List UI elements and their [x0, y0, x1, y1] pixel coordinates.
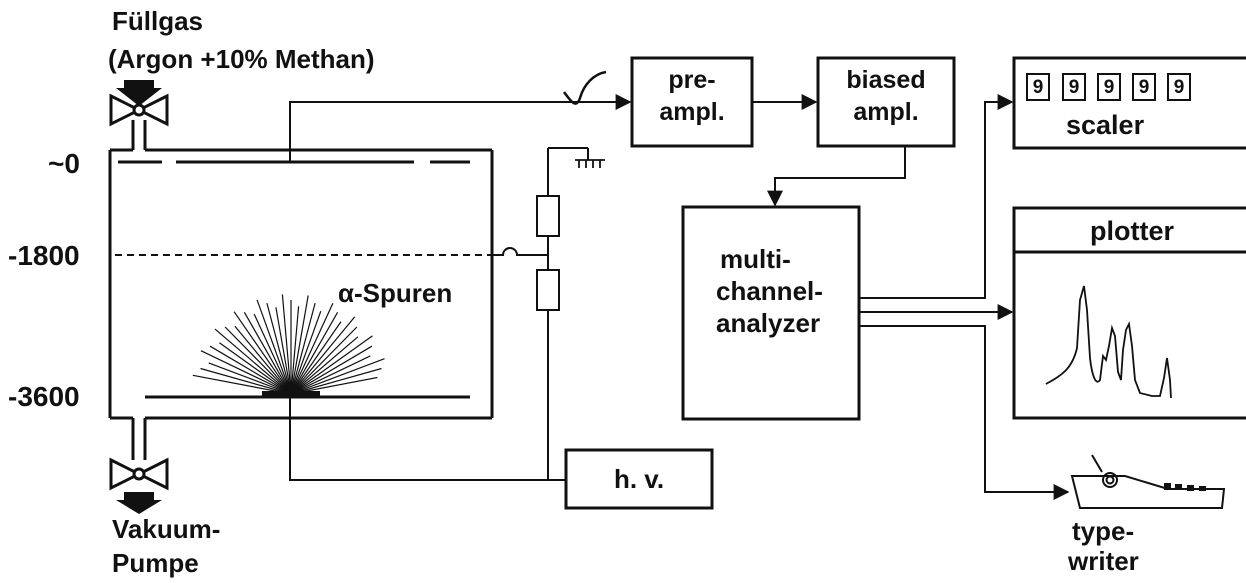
alpha-track: [219, 342, 292, 395]
voltage-label-top: ~0: [48, 148, 80, 179]
alpha-track: [200, 367, 292, 395]
fill-gas-title: Füllgas: [112, 6, 204, 36]
hv-block: [564, 448, 714, 510]
voltage-label-bottom: -3600: [8, 381, 80, 412]
preamp-label-2: ampl.: [659, 98, 725, 126]
biased-amp-label-1: biased: [846, 66, 926, 94]
alpha-track: [256, 299, 292, 395]
alpha-track: [290, 336, 359, 395]
outlet-arrow: [116, 492, 162, 514]
mca-label-1: multi-: [720, 244, 791, 274]
alpha-track: [290, 312, 339, 395]
pulse-shape-icon: [562, 70, 607, 105]
typewriter-label-1: type-: [1072, 516, 1135, 546]
alpha-track: [243, 312, 292, 395]
biased-amp-block: [816, 56, 956, 148]
fill-gas-composition: (Argon +10% Methan): [108, 44, 375, 74]
scaler-digit: 9: [1068, 77, 1080, 98]
plotter-label: plotter: [1090, 216, 1174, 246]
arrow-mca-to-typewriter: [859, 325, 1070, 500]
scaler-block: [1012, 56, 1246, 150]
vacuum-pump-label-1: Vakuum-: [112, 514, 221, 544]
scaler-label: scaler: [1066, 110, 1145, 140]
alpha-track: [290, 302, 316, 395]
alpha-track: [290, 321, 342, 395]
scaler-digit-boxes: [1026, 73, 1191, 101]
ground-icon: [575, 159, 605, 168]
alpha-track: [208, 362, 292, 395]
plotter-block: [1012, 206, 1246, 420]
alpha-track: [290, 326, 358, 395]
alpha-track: [266, 302, 292, 395]
scaler-digit: 9: [1173, 77, 1185, 98]
alpha-track: [290, 302, 334, 395]
alpha-track: [192, 374, 292, 395]
hv-label: h. v.: [613, 464, 665, 494]
alpha-track: [290, 316, 356, 395]
voltage-divider: [536, 147, 589, 480]
alpha-track: [290, 367, 382, 395]
alpha-track: [253, 313, 292, 395]
alpha-track: [290, 295, 309, 395]
alpha-track: [214, 328, 292, 395]
vacuum-pump-label-2: Pumpe: [112, 548, 199, 578]
alpha-track: [200, 350, 292, 395]
mca-label-2: channel-: [716, 276, 823, 306]
scaler-digit: 9: [1032, 77, 1044, 98]
grid-wire: [490, 247, 548, 256]
scaler-digit: 9: [1138, 77, 1150, 98]
alpha-track: [275, 307, 292, 395]
alpha-track: [224, 326, 292, 395]
spectrum-trace: [1045, 285, 1172, 399]
voltage-label-middle: -1800: [8, 240, 80, 271]
alpha-tracks-label: α-Spuren: [338, 278, 453, 308]
alpha-track: [234, 325, 292, 395]
biased-amp-label-2: ampl.: [853, 98, 919, 126]
alpha-track: [233, 311, 292, 395]
typewriter-icon: [1070, 454, 1226, 509]
alpha-tracks: [192, 294, 385, 395]
scaler-digit: 9: [1103, 77, 1115, 98]
hv-wire: [289, 397, 566, 481]
alpha-track: [290, 355, 371, 395]
arrow-biased-to-mca: [767, 146, 906, 207]
alpha-track: [290, 358, 385, 395]
alpha-track: [290, 310, 322, 395]
alpha-source: [262, 391, 320, 396]
outlet-valve: [109, 457, 169, 491]
alpha-track: [290, 306, 300, 395]
typewriter-label-2: writer: [1068, 546, 1139, 576]
inlet-arrow: [116, 80, 162, 106]
mca-label-3: analyzer: [716, 308, 821, 338]
preamp-label-1: pre-: [668, 66, 716, 94]
alpha-track: [281, 294, 292, 395]
ionization-chamber: [108, 120, 494, 460]
alpha-track: [209, 345, 292, 395]
signal-wire-preamp: [289, 94, 632, 162]
arrow-mca-to-scaler: [859, 94, 1014, 299]
alpha-track: [290, 345, 373, 395]
alpha-track: [290, 335, 373, 395]
